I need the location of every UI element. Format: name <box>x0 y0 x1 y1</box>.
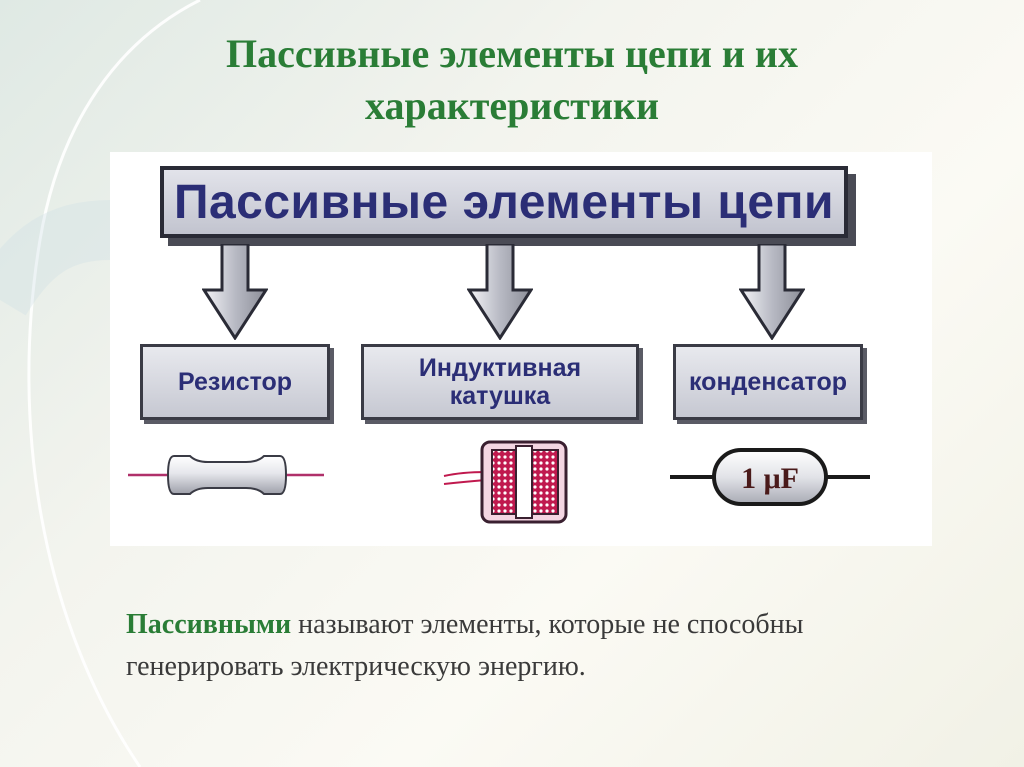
slide-title: Пассивные элементы цепи и их характерист… <box>0 28 1024 132</box>
capacitor-box: конденсатор <box>673 344 863 420</box>
arrow-down-icon <box>739 244 805 340</box>
passive-elements-diagram: Пассивные элементы цепи Резистор Индукти… <box>110 152 932 546</box>
definition-body-line1: называют элементы, которые не способны <box>291 609 804 640</box>
arrow-down-icon <box>202 244 268 340</box>
capacitor-icon: 1 μF <box>670 448 870 506</box>
capacitor-label: конденсатор <box>689 368 847 396</box>
root-box: Пассивные элементы цепи <box>160 166 848 238</box>
slide-title-line1: Пассивные элементы цепи и их <box>226 31 798 76</box>
resistor-icon <box>128 455 324 495</box>
root-box-label: Пассивные элементы цепи <box>173 175 835 229</box>
definition-body-line2: генерировать электрическую энергию. <box>126 651 586 682</box>
capacitor-marking: 1 μF <box>741 462 799 495</box>
slide-title-line2: характеристики <box>364 83 659 128</box>
arrow-down-icon <box>467 244 533 340</box>
inductor-coil-icon <box>443 440 568 524</box>
inductor-box: Индуктивная катушка <box>361 344 639 420</box>
resistor-label: Резистор <box>177 368 293 396</box>
definition-term: Пассивными <box>126 609 292 640</box>
definition-text: Пассивными называют элементы, которые не… <box>126 604 976 688</box>
inductor-label-line1: Индуктивная <box>418 354 582 382</box>
inductor-label-line2: катушка <box>449 382 551 410</box>
resistor-box: Резистор <box>140 344 330 420</box>
